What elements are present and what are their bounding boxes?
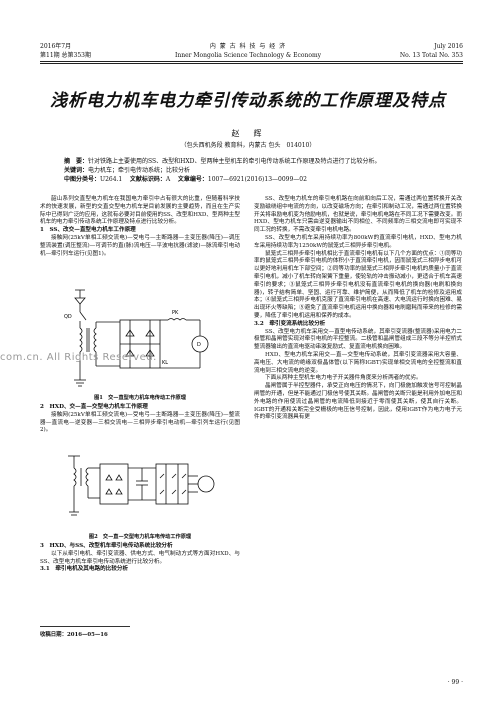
watermark: com.cn. All Rights Reserved. (0, 352, 157, 363)
left-column: 韶山系列交直型电力机车在我国电力牵引中占有很大的比重，但随着科学技术的快速发展，… (40, 196, 240, 258)
label-d: D (197, 342, 201, 348)
header-date-en: July 2016 (434, 43, 463, 50)
left-column-section-3: 3 HXD、与SS、改型机车牵引电传动系统比较分析 以下从牵引电机、牵引变流器、… (40, 543, 240, 574)
figure-2-caption: 图2 交—直—交型电力机车电传动工作原理 (88, 534, 192, 540)
author: 赵 辉 (231, 129, 265, 138)
figure-2-circuit (68, 455, 215, 516)
affiliation: （包头西机务段 教育科，内蒙古 包头 014010） (180, 142, 316, 149)
label-kl: KL (162, 360, 168, 366)
right-paragraph-3: 鼠笼式三相异步牵引电机相比于直流牵引电机有以下几个方面的优点：①同等功率的鼠笼式… (254, 250, 462, 319)
keywords-label: 关键词： (64, 167, 89, 174)
section-1-text: 接触网(25kV单相工频交流电)—受电弓—主断路器—主变压器(降压)—调压整流装… (40, 234, 240, 257)
left-column-section-2: 2 HXD、交—直—交型电力机车工作原理 接触网(25kV单相工频交流电)—受电… (40, 404, 240, 435)
rectifier-block (99, 463, 129, 505)
abstract-block: 摘 要：针对铁路上主要使用的SS、改型和HXD、型两种主型机车的牵引电传动系统工… (64, 157, 436, 184)
abstract: 摘 要：针对铁路上主要使用的SS、改型和HXD、型两种主型机车的牵引电传动系统工… (64, 157, 436, 166)
header-issue: 第11期 总第353期 (40, 52, 91, 59)
clc-value: U264.1 (100, 176, 123, 183)
abstract-label: 摘 要： (64, 158, 89, 165)
section-3-heading: 3 HXD、与SS、改型机车牵引电传动系统比较分析 (40, 543, 173, 549)
article-title: 浅析电力机车电力牵引传动系统的工作原理及特点 (50, 91, 446, 111)
header-issue-en: No. 13 Total No. 353 (399, 52, 463, 59)
article-id-value: 1007—6921(2016)13—0099—02 (207, 176, 307, 183)
figure-1-circuit: QD KL PK D (64, 289, 209, 387)
keywords: 关键词：电力机车；牵引电传动系统；比较分析 (64, 166, 436, 175)
header-rule-2 (40, 63, 463, 64)
inverter-block (155, 463, 189, 505)
header-rule (40, 61, 463, 62)
right-paragraph-6: 下面从两种主型机车电力电子开关器件角度来分析两者的优劣。 (265, 375, 422, 382)
section-3-2-heading: 3.2 牵引变流系统比较分析 (254, 320, 326, 327)
right-paragraph-5: HXD、型电力机车采用交—直—交型电传动系统，其牵引变流器采用大容量、高电压、大… (254, 351, 462, 374)
doc-code-label: 文献标识码： (129, 176, 166, 183)
right-paragraph-1: SS、改型电力机车的牵引电机路在向前和向后工况，需通过两位置转换开关改变励磁绕组… (254, 196, 462, 234)
induction-motor (197, 475, 215, 493)
transformer-primary (79, 327, 83, 353)
doc-code-value: A (165, 176, 171, 183)
journal-title-cn: 内 蒙 古 科 技 与 经 济 (209, 43, 287, 50)
clc-label: 中图分类号： (64, 176, 101, 183)
right-paragraph-4: SS、改型电力机车采用交—直型电传动系统，其牵引变流器(整流器)采用电力二极管和… (254, 328, 462, 351)
section-1-heading: 1 SS、改交—直型电力机车工作原理 (40, 227, 136, 234)
label-pk: PK (172, 310, 179, 316)
section-2-text: 接触网(25kV单相工频交流电)—受电弓—主断路器—主变压器(降压)—整流器—直… (40, 411, 240, 434)
section-2-heading: 2 HXD、交—直—交型电力机车工作原理 (40, 404, 148, 410)
keywords-text: 电力机车；牵引电传动系统；比较分析 (88, 167, 191, 174)
section-3-1-heading: 3.1 牵引电机及其电路的比较分析 (40, 566, 129, 573)
right-column: SS、改型电力机车的牵引电机路在向前和向后工况，需通过两位置转换开关改变励磁绕组… (254, 196, 462, 422)
received-date: 收稿日期：2016—05—16 (40, 632, 108, 638)
transformer-primary-2 (73, 467, 77, 487)
footnote-rule (40, 626, 130, 627)
page-number: · 99 · (447, 679, 463, 686)
abstract-text: 针对铁路上主要使用的SS、改型和HXD、型两种主型机车的牵引电传动系统工作原理及… (88, 158, 381, 165)
pantograph-symbol (74, 289, 86, 305)
label-qd: QD (64, 314, 72, 320)
header-date: 2016年7月 (40, 43, 72, 50)
smoothing-reactor (167, 318, 187, 321)
right-paragraph-7: 晶闸管属于半控型器件，承受正向电压的情况下，向门极施加触发信号可控制晶闸管的开通… (254, 383, 462, 421)
journal-title-en: Inner Mongolia Science Technology & Econ… (174, 52, 322, 59)
figure-1-caption: 图1 交—直型电力机车电传动工作原理 (94, 395, 186, 401)
article-id-label: 文章编号： (177, 176, 208, 183)
right-paragraph-2: SS、改型电力机车采用持续功率为800kW的直流牵引电机，HXD、型电力机车采用… (254, 234, 462, 249)
classification: 中图分类号：U264.1 文献标识码：A 文章编号：1007—6921(2016… (64, 175, 436, 184)
intro-paragraph: 韶山系列交直型电力机车在我国电力牵引中占有很大的比重，但随着科学技术的快速发展，… (40, 196, 240, 226)
transformer-secondary (93, 327, 97, 353)
section-3-text: 以下从牵引电机、牵引变流器、供电方式、电气制动方式等方面对HXD、与SS、改型电… (40, 550, 240, 565)
